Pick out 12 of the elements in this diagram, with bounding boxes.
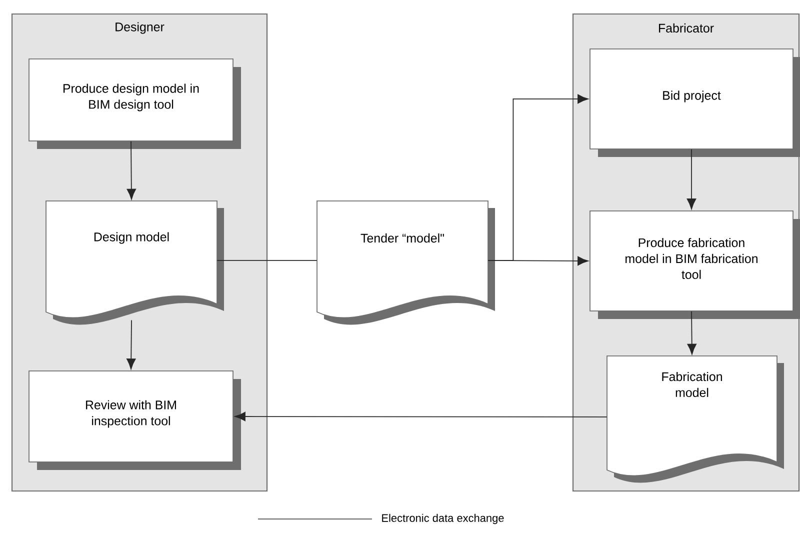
- process-box: Bid project: [590, 48, 800, 157]
- process-box: Produce fabrication model in BIM fabrication tool: [590, 210, 800, 319]
- arrow: [234, 412, 608, 422]
- legend-text: Electronic data exchange: [382, 514, 504, 524]
- process-box: Review with BIM inspection tool: [28, 370, 241, 470]
- process-box: Produce design model in BIM design tool: [28, 58, 241, 149]
- arrow: [126, 320, 136, 370]
- arrow: [488, 256, 588, 266]
- arrow: [687, 310, 696, 355]
- connector-line: [216, 260, 318, 261]
- arrow: [686, 148, 696, 210]
- arrow: [126, 140, 136, 200]
